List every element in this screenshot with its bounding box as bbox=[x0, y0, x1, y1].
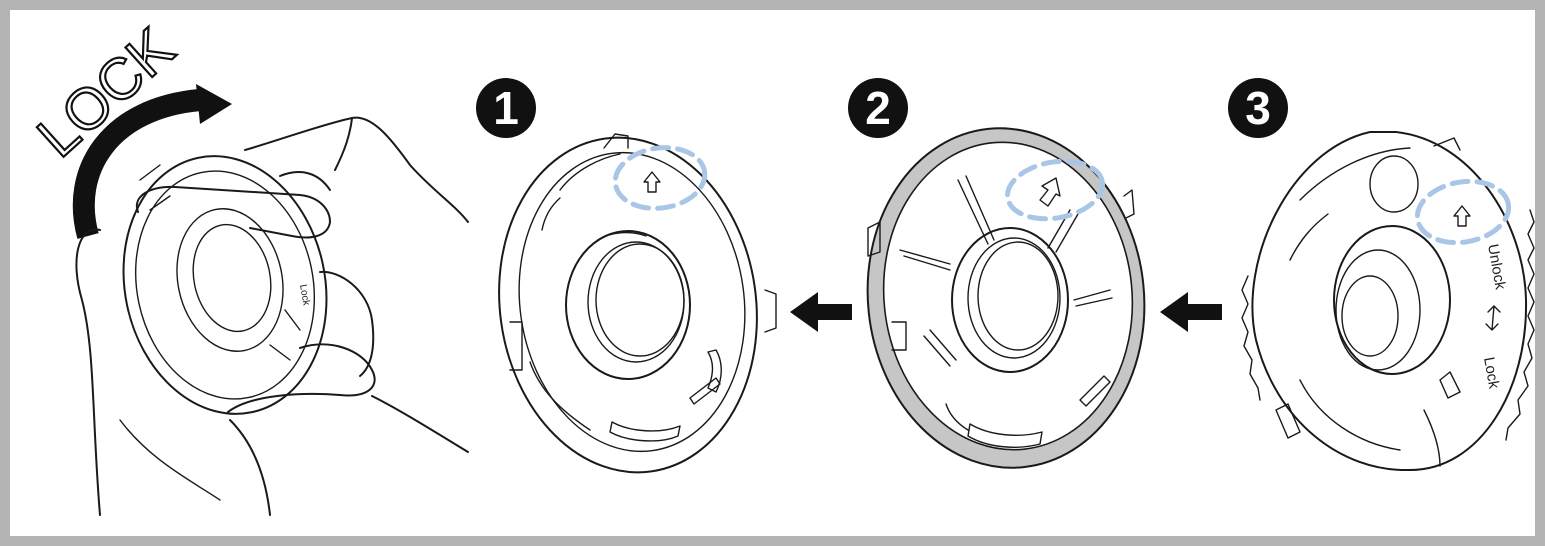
lock-label: Lock bbox=[1480, 356, 1502, 391]
rotate-arrow-icon bbox=[72, 89, 202, 239]
up-arrow-icon bbox=[1453, 205, 1471, 227]
alignment-highlight bbox=[1004, 158, 1106, 222]
up-arrow-icon bbox=[1039, 177, 1061, 207]
gasket-part-2 bbox=[866, 127, 1146, 469]
alignment-highlight bbox=[1414, 178, 1512, 246]
step-badge-3: 3 bbox=[1228, 78, 1288, 138]
housing-part-3: Unlock Lock bbox=[1241, 131, 1535, 472]
step-number: 3 bbox=[1245, 82, 1271, 134]
arrow-left-icon bbox=[1160, 292, 1222, 332]
step-badge-2: 2 bbox=[848, 78, 908, 138]
step-number: 2 bbox=[865, 82, 891, 134]
step-badge-1: 1 bbox=[476, 78, 536, 138]
step-number: 1 bbox=[493, 82, 519, 134]
alignment-highlight bbox=[612, 145, 708, 211]
cap-part-1 bbox=[498, 133, 777, 474]
unlock-label: Unlock bbox=[1484, 243, 1509, 292]
hand-rotate-illustration: LOCK Lock bbox=[24, 14, 469, 516]
cap-lock-label: Lock bbox=[297, 284, 312, 308]
up-arrow-icon bbox=[643, 171, 661, 193]
arrow-left-icon bbox=[790, 292, 852, 332]
